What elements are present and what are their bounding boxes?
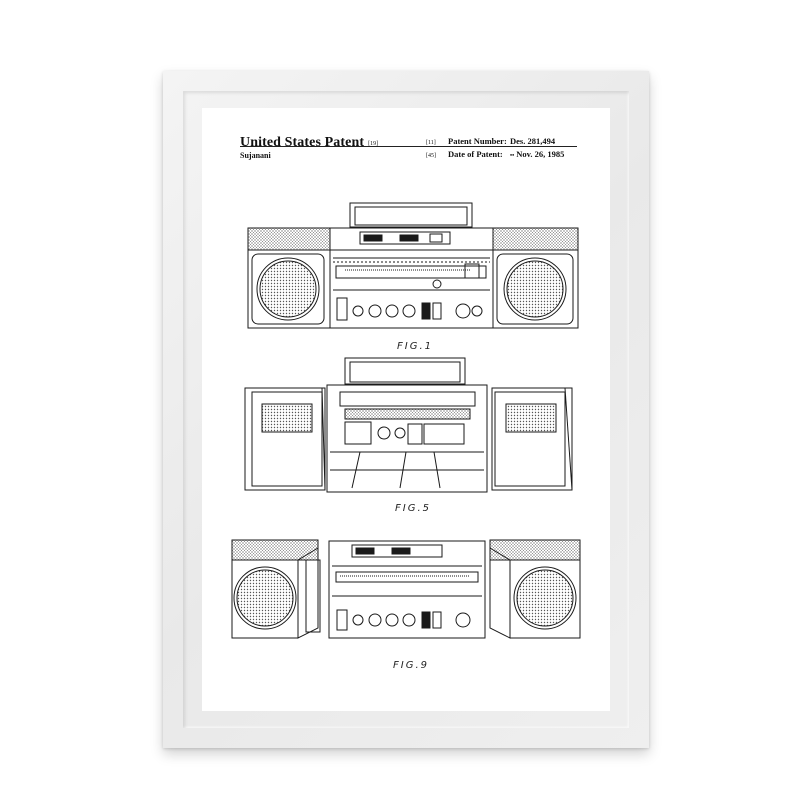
figure-5-label: FIG.5: [395, 503, 431, 514]
date-mark: ••: [510, 153, 515, 159]
title-ref: [19]: [368, 141, 379, 147]
figure-5-boombox-open: [244, 357, 573, 493]
date-ref: [45]: [426, 153, 436, 159]
number-value: Des. 281,494: [510, 136, 556, 146]
figure-1-label: FIG.1: [397, 341, 433, 352]
figure-9-label: FIG.9: [393, 660, 429, 671]
inventor-name: Sujanani: [240, 151, 271, 160]
number-ref: [11]: [426, 140, 436, 146]
figure-1-boombox-front: [247, 202, 579, 329]
patent-date-row: [45] Date of Patent: ••Nov. 26, 1985: [426, 149, 564, 159]
figure-9-boombox-separated: [231, 539, 581, 639]
header-rule: [240, 146, 577, 147]
date-label: Date of Patent:: [448, 149, 503, 159]
number-label: Patent Number:: [448, 136, 507, 146]
patent-number-row: [11] Patent Number:Des. 281,494: [426, 136, 555, 146]
date-value: Nov. 26, 1985: [516, 149, 565, 159]
